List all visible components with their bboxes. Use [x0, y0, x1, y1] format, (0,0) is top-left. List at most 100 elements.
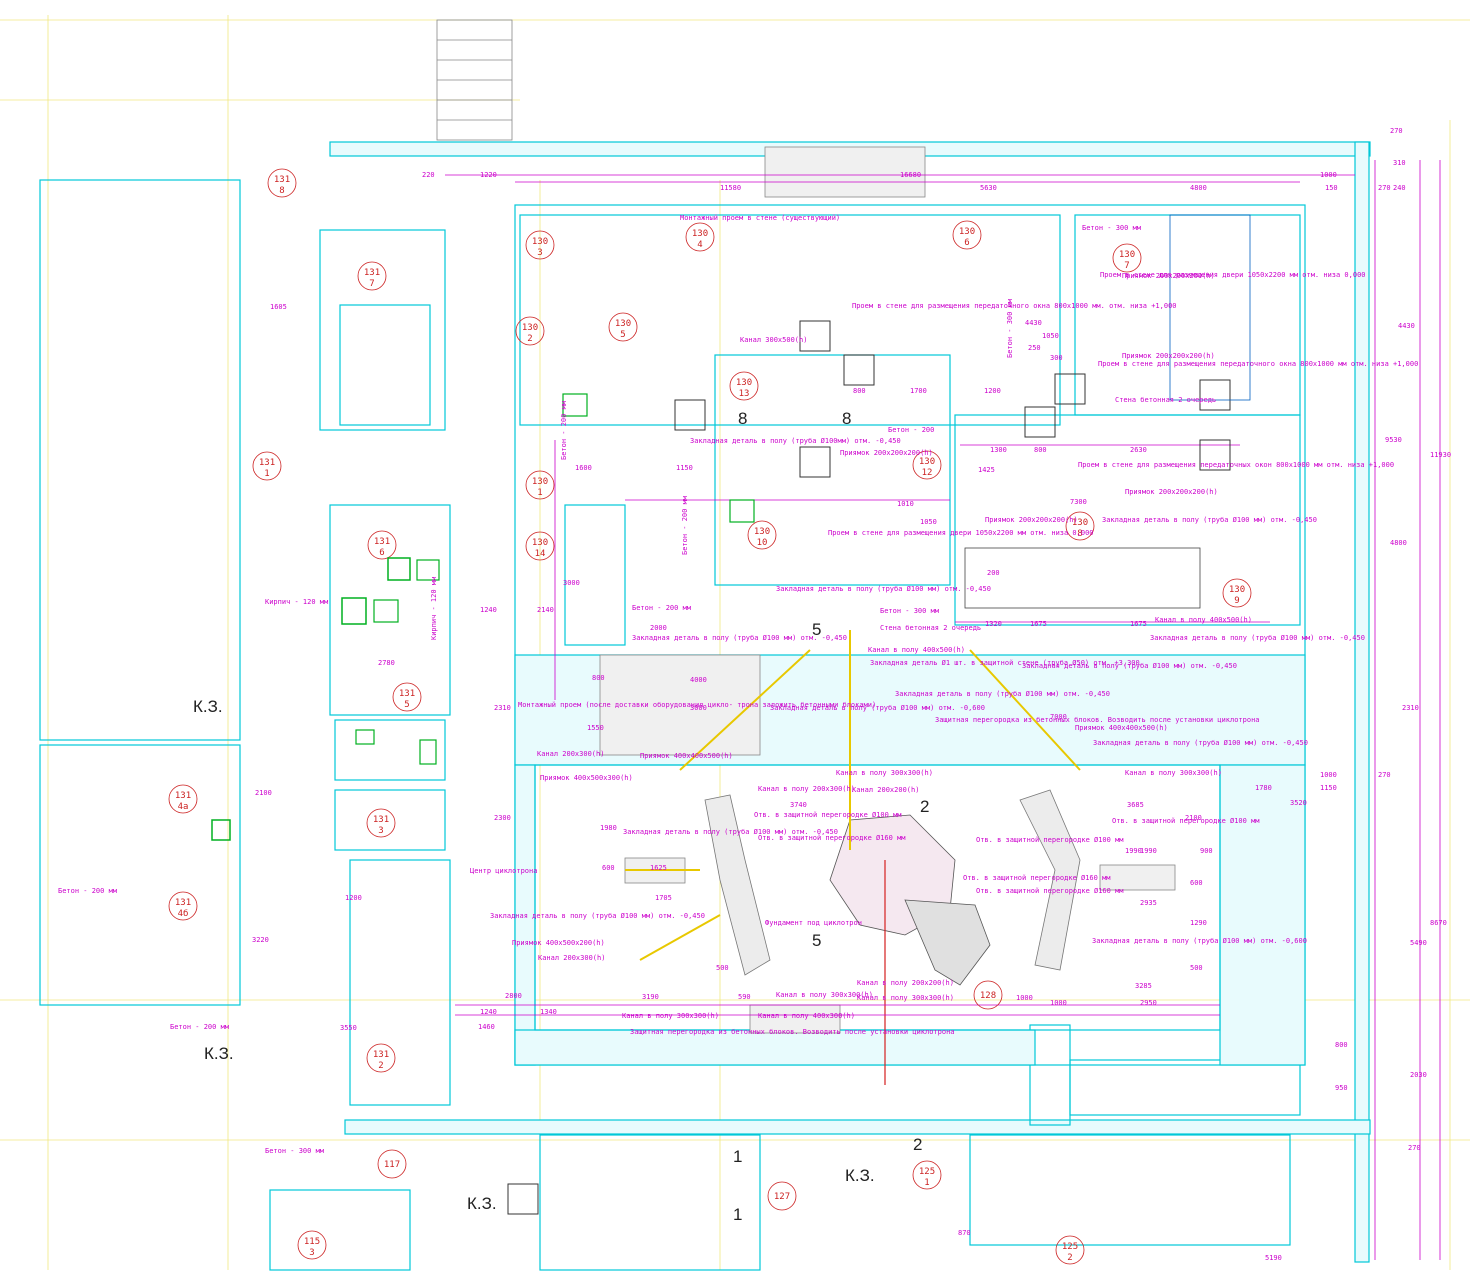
- svg-text:9530: 9530: [1385, 436, 1402, 444]
- svg-text:131: 131: [373, 815, 389, 825]
- svg-text:800: 800: [853, 387, 866, 395]
- svg-text:Канал 200x200(h): Канал 200x200(h): [852, 786, 919, 794]
- svg-text:Стена бетонная 2 очередь: Стена бетонная 2 очередь: [880, 624, 981, 632]
- svg-text:3190: 3190: [642, 993, 659, 1001]
- svg-text:2100: 2100: [255, 789, 272, 797]
- svg-text:Канал в полу 200x200(h): Канал в полу 200x200(h): [857, 979, 954, 987]
- svg-text:130: 130: [1072, 518, 1088, 528]
- svg-text:Приямок 200x200x200(h): Приямок 200x200x200(h): [1125, 488, 1218, 496]
- svg-text:Монтажный проем в стене (сущес: Монтажный проем в стене (существующий): [680, 214, 840, 222]
- svg-text:Закладная деталь в полу (труба: Закладная деталь в полу (труба Ø100 мм) …: [1093, 739, 1308, 747]
- svg-text:Канал в полу 300x300(h): Канал в полу 300x300(h): [622, 1012, 719, 1020]
- svg-text:131: 131: [374, 537, 390, 547]
- svg-text:1200: 1200: [345, 894, 362, 902]
- svg-text:Канал в полу 400x500(h): Канал в полу 400x500(h): [868, 646, 965, 654]
- svg-text:Отв. в защитной перегородке Ø1: Отв. в защитной перегородке Ø100 мм: [754, 811, 902, 819]
- svg-text:131: 131: [373, 1050, 389, 1060]
- svg-text:6: 6: [379, 548, 384, 558]
- svg-text:Отв. в защитной перегородке Ø1: Отв. в защитной перегородке Ø160 мм: [976, 887, 1124, 895]
- svg-text:8670: 8670: [1430, 919, 1447, 927]
- svg-text:Бетон - 200 мм: Бетон - 200 мм: [58, 887, 118, 895]
- svg-text:Приямок 400x500x300(h): Приямок 400x500x300(h): [540, 774, 633, 782]
- svg-text:125: 125: [1062, 1242, 1078, 1252]
- svg-text:16680: 16680: [900, 171, 921, 179]
- svg-text:150: 150: [1325, 184, 1338, 192]
- svg-text:1: 1: [733, 1147, 742, 1166]
- svg-text:270: 270: [1390, 127, 1403, 135]
- svg-text:8: 8: [1077, 529, 1082, 539]
- svg-text:Отв. в защитной перегородке Ø1: Отв. в защитной перегородке Ø160 мм: [758, 834, 906, 842]
- svg-text:2140: 2140: [537, 606, 554, 614]
- svg-text:2: 2: [913, 1135, 922, 1154]
- svg-text:2000: 2000: [650, 624, 667, 632]
- svg-text:Бетон - 200 мм: Бетон - 200 мм: [681, 495, 689, 555]
- svg-text:7300: 7300: [1070, 498, 1087, 506]
- svg-text:1340: 1340: [540, 1008, 557, 1016]
- svg-text:800: 800: [1034, 446, 1047, 454]
- svg-text:1675: 1675: [1030, 620, 1047, 628]
- svg-text:3: 3: [309, 1248, 314, 1258]
- svg-text:4а: 4а: [178, 802, 189, 812]
- svg-text:200: 200: [987, 569, 1000, 577]
- svg-text:Кирпич - 120 мм: Кирпич - 120 мм: [430, 576, 438, 640]
- svg-text:Проем в стене для размещения д: Проем в стене для размещения двери 1050x…: [828, 529, 1094, 537]
- svg-text:3740: 3740: [790, 801, 807, 809]
- svg-text:Закладная деталь в полу (труба: Закладная деталь в полу (труба Ø100 мм) …: [776, 585, 991, 593]
- svg-text:115: 115: [304, 1237, 320, 1247]
- svg-text:131: 131: [259, 458, 275, 468]
- svg-text:Канал в полу 400x300(h): Канал в полу 400x300(h): [758, 1012, 855, 1020]
- svg-text:1990: 1990: [1125, 847, 1142, 855]
- svg-text:8: 8: [842, 409, 851, 428]
- svg-text:Канал 200x300(h): Канал 200x300(h): [538, 954, 605, 962]
- svg-text:1050: 1050: [1042, 332, 1059, 340]
- svg-text:4800: 4800: [1390, 539, 1407, 547]
- svg-text:130: 130: [1119, 250, 1135, 260]
- svg-text:125: 125: [919, 1167, 935, 1177]
- svg-text:Закладная деталь в полу (труба: Закладная деталь в полу (труба Ø100 мм) …: [1092, 937, 1307, 945]
- svg-text:130: 130: [736, 378, 752, 388]
- svg-text:1550: 1550: [587, 724, 604, 732]
- svg-text:800: 800: [1335, 1041, 1348, 1049]
- svg-text:1220: 1220: [480, 171, 497, 179]
- svg-text:900: 900: [1200, 847, 1213, 855]
- svg-text:2: 2: [1067, 1253, 1072, 1263]
- svg-text:1050: 1050: [920, 518, 937, 526]
- svg-text:1425: 1425: [978, 466, 995, 474]
- annotation-labels: Бетон - 300 мм Бетон - 200 Бетон - 200 м…: [58, 214, 1418, 1155]
- svg-text:5: 5: [620, 330, 625, 340]
- svg-text:Бетон - 300 мм: Бетон - 300 мм: [1082, 224, 1142, 232]
- svg-text:1000: 1000: [1320, 171, 1337, 179]
- svg-text:Проем в стене для размещения д: Проем в стене для размещения двери 1050x…: [1100, 271, 1366, 279]
- svg-text:Закладная деталь в полу (труба: Закладная деталь в полу (труба Ø100 мм) …: [895, 690, 1110, 698]
- svg-text:Приямок 400x500x200(h): Приямок 400x500x200(h): [512, 939, 605, 947]
- svg-text:1200: 1200: [984, 387, 1001, 395]
- svg-text:1600: 1600: [575, 464, 592, 472]
- svg-text:11930: 11930: [1430, 451, 1451, 459]
- svg-text:2: 2: [920, 797, 929, 816]
- svg-text:3: 3: [537, 248, 542, 258]
- svg-text:Закладная деталь в полу (труба: Закладная деталь в полу (труба Ø100 мм) …: [490, 912, 705, 920]
- svg-text:2300: 2300: [494, 814, 511, 822]
- top-stair: [436, 19, 513, 141]
- svg-text:130: 130: [959, 227, 975, 237]
- svg-text:Проем в стене для размещения п: Проем в стене для размещения передаточны…: [1078, 461, 1394, 469]
- svg-text:Кирпич - 120 мм: Кирпич - 120 мм: [265, 598, 329, 606]
- svg-text:5: 5: [404, 700, 409, 710]
- svg-text:128: 128: [980, 991, 996, 1001]
- axis-marks: 5 5 8 8 2 2 1 1: [733, 409, 929, 1224]
- svg-text:1460: 1460: [478, 1023, 495, 1031]
- svg-text:1: 1: [733, 1205, 742, 1224]
- svg-text:Защитная перегородка из бетонн: Защитная перегородка из бетонных блоков.…: [630, 1028, 955, 1036]
- svg-text:1: 1: [537, 488, 542, 498]
- svg-text:Проем в стене для размещения п: Проем в стене для размещения передаточно…: [852, 302, 1177, 310]
- svg-text:3000: 3000: [563, 579, 580, 587]
- svg-text:9: 9: [1234, 596, 1239, 606]
- svg-text:Канал в полу 300x300(h): Канал в полу 300x300(h): [776, 991, 873, 999]
- svg-text:Фундамент под циклотрон: Фундамент под циклотрон: [765, 919, 862, 927]
- svg-text:5: 5: [812, 931, 821, 950]
- kz-label-4: К.З.: [845, 1166, 875, 1185]
- svg-text:130: 130: [919, 457, 935, 467]
- svg-text:131: 131: [175, 898, 191, 908]
- svg-text:1780: 1780: [1255, 784, 1272, 792]
